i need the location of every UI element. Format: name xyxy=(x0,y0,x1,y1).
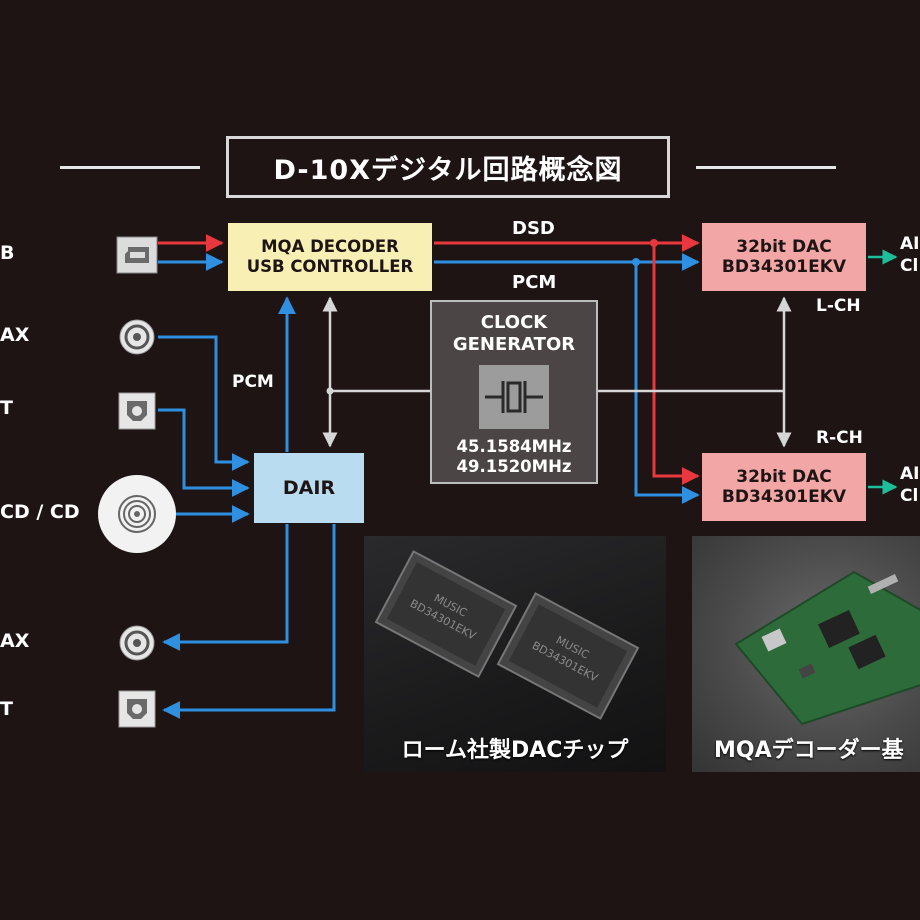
mqa-board-photo: MQAデコーダー基 xyxy=(692,536,920,772)
dac-right-part: BD34301EKV xyxy=(721,487,847,507)
mqa-decoder-block: MQA DECODER USB CONTROLLER xyxy=(228,223,432,291)
pcm-signal-label-top: PCM xyxy=(512,272,557,293)
dair-label: DAIR xyxy=(282,476,336,499)
coax-input-jack-icon xyxy=(119,319,155,355)
optical-input-label: T xyxy=(0,397,13,419)
clock-generator-block: CLOCK GENERATOR 45.1584MHz 49.1520MHz xyxy=(430,300,598,484)
usb-b-port-icon xyxy=(116,236,158,274)
dac-chip-illustration: MUSIC BD34301EKV MUSIC BD34301EKV xyxy=(374,550,640,720)
optical-output-label: T xyxy=(0,698,13,720)
analog-out-r-label-1: AI xyxy=(900,464,920,484)
optical-input-jack-icon xyxy=(118,392,156,430)
clock-title-1: CLOCK xyxy=(480,312,548,333)
l-ch-label: L-CH xyxy=(816,296,861,316)
coax-output-label: AX xyxy=(0,630,30,652)
analog-out-r-label-2: Cl xyxy=(900,486,919,506)
usb-controller-label: USB CONTROLLER xyxy=(246,257,414,276)
diagram-title: D-10Xデジタル回路概念図 xyxy=(226,136,670,198)
mqa-board-caption: MQAデコーダー基 xyxy=(714,738,904,763)
coax-input-label: AX xyxy=(0,324,30,346)
coax-out-line xyxy=(162,524,289,651)
usb-input-label: B xyxy=(0,242,15,264)
dac-left-block: 32bit DAC BD34301EKV xyxy=(702,223,866,291)
mqa-board-illustration xyxy=(734,570,920,726)
dsd-to-dac-r-line xyxy=(652,243,700,485)
clock-frequency-1: 45.1584MHz xyxy=(456,437,572,457)
dac-left-title: 32bit DAC xyxy=(736,236,832,257)
dac-chip-caption: ローム社製DACチップ xyxy=(401,738,629,763)
title-rule-left xyxy=(60,166,200,169)
analog-out-l-label-1: AI xyxy=(900,234,920,254)
mqa-decoder-label: MQA DECODER xyxy=(261,237,399,257)
opt-in-line xyxy=(158,408,250,497)
dair-block: DAIR xyxy=(254,453,364,523)
clock-frequency-2: 49.1520MHz xyxy=(456,456,572,476)
pcm-signal-label-left: PCM xyxy=(232,372,274,392)
dac-right-block: 32bit DAC BD34301EKV xyxy=(702,453,866,521)
disc-icon xyxy=(98,475,176,553)
disc-input-label: CD / CD xyxy=(0,501,80,523)
analog-out-l-label-2: Cl xyxy=(900,256,919,276)
optical-output-jack-icon xyxy=(118,690,156,728)
coax-output-jack-icon xyxy=(119,625,155,661)
pcm-to-dac-r-line xyxy=(634,262,700,504)
title-rule-right xyxy=(696,166,836,169)
clock-title-2: GENERATOR xyxy=(452,333,576,355)
r-ch-label: R-CH xyxy=(816,428,863,448)
coax-in-line xyxy=(158,335,250,471)
dac-chip-photo: MUSIC BD34301EKV MUSIC BD34301EKV ローム社製D… xyxy=(364,536,666,772)
opt-out-line xyxy=(162,524,336,719)
crystal-oscillator-icon xyxy=(479,365,549,430)
dac-left-part: BD34301EKV xyxy=(721,257,847,277)
dac-right-title: 32bit DAC xyxy=(736,466,832,487)
dsd-signal-label: DSD xyxy=(512,218,555,239)
